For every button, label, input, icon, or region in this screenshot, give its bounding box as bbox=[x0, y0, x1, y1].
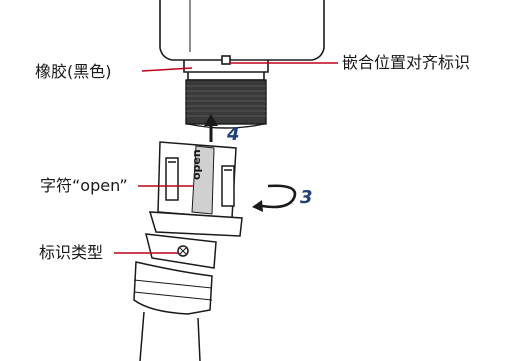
rubber-leader bbox=[141, 67, 193, 72]
open-imprint: open bbox=[190, 149, 203, 180]
plug-body bbox=[133, 141, 243, 361]
device-housing bbox=[159, 0, 325, 81]
label-type-mark: 标识类型 bbox=[39, 243, 104, 262]
step-number-pull: 4 bbox=[227, 124, 240, 145]
label-alignment: 嵌合位置对齐标识 bbox=[342, 53, 471, 72]
rubber-seal bbox=[185, 79, 267, 129]
step-number-unlock: 3 bbox=[300, 187, 313, 208]
leader-lines bbox=[114, 62, 338, 254]
label-text-open: 字符“open” bbox=[40, 176, 128, 195]
label-rubber: 橡胶(黑色) bbox=[35, 62, 112, 81]
rotate-arrow bbox=[252, 184, 297, 212]
pull-arrow bbox=[204, 114, 218, 142]
